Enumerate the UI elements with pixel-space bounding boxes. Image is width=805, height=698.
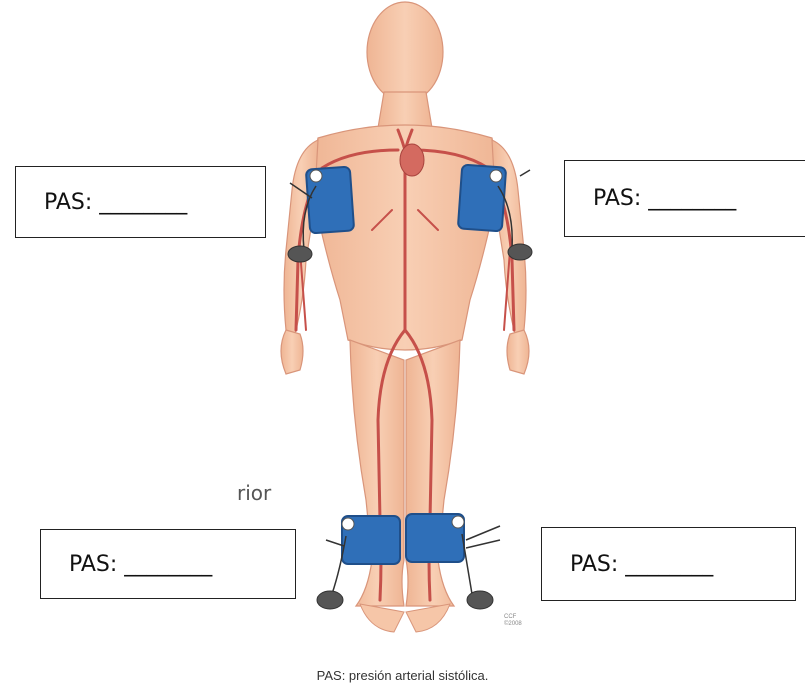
pas-box-bottom-left: PAS: ________ — [40, 529, 296, 599]
figure-caption: PAS: presión arterial sistólica. — [0, 668, 805, 683]
feet — [360, 604, 450, 632]
pas-box-bottom-right: PAS: ________ — [541, 527, 796, 601]
pas-box-top-left: PAS: ________ — [15, 166, 266, 238]
partial-label: rior — [237, 481, 271, 505]
watermark: CCF©2008 — [504, 614, 522, 628]
heart-icon — [400, 144, 424, 176]
inflation-bulb-icon — [317, 591, 493, 609]
pas-box-top-right: PAS: ________ — [564, 160, 805, 237]
